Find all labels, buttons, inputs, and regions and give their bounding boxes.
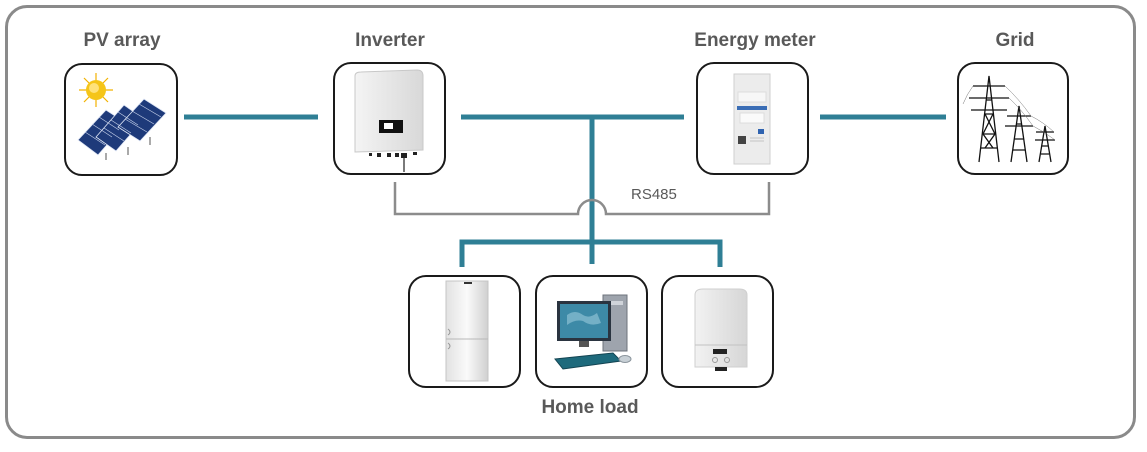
home-load-label: Home load [541,397,639,418]
inverter-icon [354,69,424,172]
inverter-node[interactable] [333,62,446,175]
grid-node[interactable] [957,62,1069,175]
energy-meter-node[interactable] [696,62,809,175]
home-load-device-computer[interactable] [535,275,648,388]
refrigerator-icon [445,280,489,382]
grid-label: Grid [995,30,1035,51]
wire-home-load-bus [459,239,723,267]
wire-rs485 [393,182,771,216]
solar-panel-icon [77,73,167,160]
home-load-device-water-heater[interactable] [661,275,774,388]
pv-array-node[interactable] [64,63,178,176]
energy-meter-icon [733,73,771,165]
rs485-label: RS485 [631,186,677,203]
power-tower-icon [962,75,1056,163]
energy-meter-label: Energy meter [694,30,816,51]
diagram-frame [5,5,1136,439]
water-heater-icon [694,288,748,371]
computer-icon [554,294,632,370]
pv-array-label: PV array [83,30,161,51]
inverter-label: Inverter [355,30,425,51]
home-load-device-refrigerator[interactable] [408,275,521,388]
